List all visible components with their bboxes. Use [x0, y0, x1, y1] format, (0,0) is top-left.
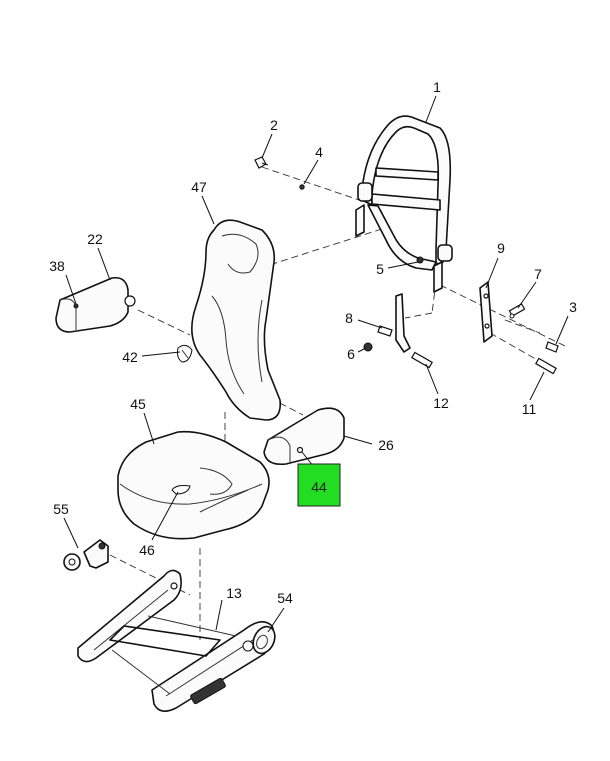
callout-12: 12	[433, 395, 449, 411]
part-11-bolt	[535, 357, 557, 375]
callout-22: 22	[87, 231, 103, 247]
part-1-headrest-frame	[355, 115, 453, 293]
part-26-right-armrest	[263, 407, 345, 466]
part-45-seat-cushion	[117, 430, 270, 540]
part-54-knob	[252, 625, 276, 655]
part-22-left-armrest	[55, 276, 136, 333]
part-5-screw	[416, 256, 424, 264]
part-2-screw	[254, 156, 269, 169]
callout-5: 5	[376, 261, 384, 277]
part-4-washer	[299, 184, 305, 190]
part-44-plug	[296, 446, 304, 454]
highlight-box[interactable]	[297, 463, 341, 507]
callout-54: 54	[277, 590, 293, 606]
callout-4: 4	[315, 144, 323, 160]
callout-38: 38	[49, 258, 65, 274]
part-47-seat-back	[177, 219, 282, 421]
callout-11: 11	[522, 401, 537, 417]
part-13-slide-frame	[77, 569, 275, 712]
callout-3: 3	[569, 299, 577, 315]
callout-13: 13	[226, 585, 242, 601]
callout-8: 8	[345, 310, 353, 326]
callout-55: 55	[53, 501, 69, 517]
part-3-bolt	[545, 341, 559, 353]
part-55-latch	[63, 539, 109, 571]
callout-2: 2	[270, 117, 278, 133]
callout-46: 46	[139, 542, 155, 558]
part-12-bolt	[411, 351, 433, 369]
part-9-bracket	[479, 281, 493, 343]
callout-47: 47	[191, 179, 207, 195]
part-6-nut	[363, 342, 373, 352]
callout-44: 44	[311, 479, 327, 495]
assembly-lines	[109, 166, 566, 640]
callout-9: 9	[497, 240, 505, 256]
part-8-lever	[377, 293, 411, 353]
callout-labels: 1 2 3 4 5 6 7 8 9 11 12 13 22 26 38 42 4…	[49, 79, 577, 606]
part-7-bolt	[508, 303, 526, 319]
callout-6: 6	[347, 346, 355, 362]
callout-7: 7	[534, 266, 542, 282]
callout-45: 45	[130, 396, 146, 412]
callout-42: 42	[122, 349, 138, 365]
leader-lines	[63, 95, 569, 633]
callout-1: 1	[433, 79, 441, 95]
callout-26: 26	[378, 437, 394, 453]
